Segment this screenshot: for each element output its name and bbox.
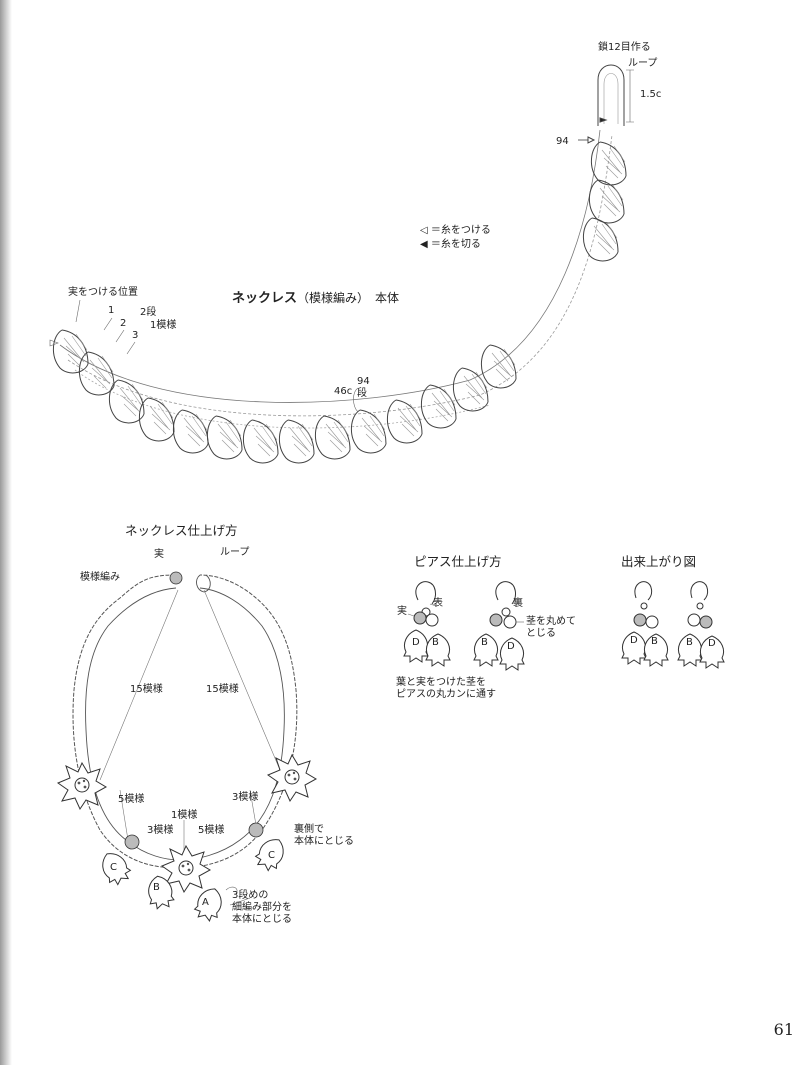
pierce-right-letter-d: D — [507, 641, 515, 652]
finished-view-diagram — [621, 581, 725, 669]
label-row3-2: 細編み部分を — [232, 902, 292, 913]
label-roll-stem-2: とじる — [526, 628, 556, 639]
leaf-letter-a: A — [202, 897, 209, 908]
label-length-46c: 46c — [334, 386, 353, 397]
finished-view-title: 出来上がり図 — [621, 554, 697, 569]
label-back-sew-2: 本体にとじる — [294, 836, 354, 847]
necklace-finish-diagram — [57, 571, 317, 924]
book-spine-shadow — [0, 0, 12, 1065]
label-15-patterns-left: 15模様 — [130, 684, 163, 695]
label-3-patterns-right: 3模様 — [232, 792, 259, 803]
label-row-2: 2 — [120, 318, 127, 329]
leaf-letter-b: B — [153, 882, 160, 893]
label-fruit: 実 — [154, 549, 164, 560]
pierce-finish-diagram — [403, 581, 525, 671]
pierce-right-letter-b: B — [481, 637, 488, 648]
label-loop-top: ループ — [628, 58, 658, 69]
label-back-sew-1: 裏側で — [294, 824, 324, 835]
leaf-letter-c-right: C — [268, 850, 275, 861]
finished-left-letter-b: B — [651, 636, 658, 647]
finished-right-letter-b: B — [686, 637, 693, 648]
label-pattern-1: 1模様 — [150, 320, 177, 331]
finished-left-letter-d: D — [630, 635, 638, 646]
pierce-note-2: ピアスの丸カンに通す — [396, 689, 496, 700]
label-5-patterns-left: 5模様 — [118, 794, 145, 805]
necklace-body-chain — [59, 129, 613, 429]
label-row3-1: 3段めの — [232, 890, 269, 901]
label-5-patterns-center: 5模様 — [198, 825, 225, 836]
necklace-body-title: ネックレス（模様編み）本体 — [232, 291, 400, 306]
label-roll-stem-1: 茎を丸めて — [526, 616, 576, 627]
label-3-patterns-center: 3模様 — [147, 825, 174, 836]
finished-right-letter-d: D — [708, 638, 716, 649]
necklace-loop — [578, 64, 634, 144]
label-row-3: 3 — [132, 330, 139, 341]
label-pierce-fruit: 実 — [397, 606, 407, 617]
pierce-left-letter-b: B — [432, 637, 439, 648]
label-pierce-back: 裏 — [513, 598, 523, 609]
label-94-top: 94 — [556, 136, 569, 147]
legend-attach-yarn: ◁ ＝糸をつける — [420, 225, 491, 236]
label-row2: 2段 — [140, 307, 157, 318]
start-annotations — [49, 299, 359, 413]
label-rows-unit: 段 — [357, 388, 367, 399]
pierce-finish-title: ピアス仕上げ方 — [414, 554, 502, 569]
page-number: 61 — [773, 1020, 794, 1039]
label-chain-12: 鎖12目作る — [598, 42, 651, 53]
label-15-patterns-right: 15模様 — [206, 684, 239, 695]
label-loop: ループ — [220, 547, 250, 558]
label-pierce-front: 表 — [433, 598, 443, 609]
label-loop-length: 1.5c — [640, 89, 662, 100]
pierce-note-1: 葉と実をつけた茎を — [396, 677, 486, 688]
legend-cut-yarn: ◀ ＝糸を切る — [420, 239, 481, 250]
necklace-finish-title: ネックレス仕上げ方 — [125, 523, 238, 538]
label-1-pattern-center: 1模様 — [171, 810, 198, 821]
label-rows-count: 94 — [357, 376, 370, 387]
label-row-1: 1 — [108, 305, 115, 316]
label-fruit-position: 実をつける位置 — [68, 287, 138, 298]
label-pattern-knit: 模様編み — [80, 572, 120, 583]
leaf-letter-c-left: C — [110, 862, 117, 873]
label-row3-3: 本体にとじる — [232, 914, 292, 925]
pierce-left-letter-d: D — [412, 637, 420, 648]
